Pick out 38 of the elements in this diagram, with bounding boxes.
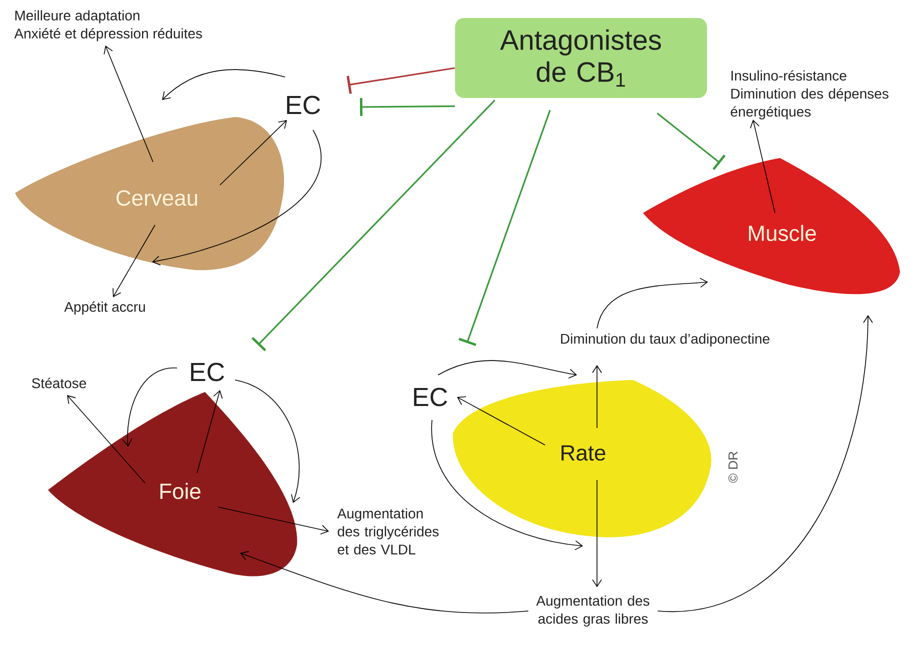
effect-label: Meilleure adaptation Anxiété et dépression réduites [14,10,202,42]
arrow [240,551,529,614]
effect-label: Insulino-résistance Diminution des dépenses énergétiques [730,70,888,120]
effect-label: Diminution du taux d’adiponectine [561,333,770,347]
effect-label: Appétit accru [64,301,145,315]
inhibition-line [346,67,455,94]
ec-label: EC [414,388,448,406]
arrow [592,365,602,428]
effect-label: Stéatose [32,378,86,388]
arrow [67,395,146,484]
arrow [657,315,873,612]
arrow [596,278,708,329]
organ-label: Rate [562,445,606,461]
arrow [438,360,577,378]
arrow [104,45,154,162]
organ-label: Cerveau [116,190,198,206]
effect-label: Augmentation des acides gras libres [536,595,650,627]
arrow [196,390,223,474]
antagonist-box: Antagonistes de CB$_{1}$ [455,18,707,98]
arrow [432,420,583,550]
organ-label: Muscle [748,224,816,242]
arrow [152,130,322,266]
arrow [112,224,156,298]
arrow [218,506,329,534]
inhibition-line [252,100,496,352]
copyright-note: © DR [728,452,738,483]
inhibition-line [360,98,455,116]
arrow [162,69,286,100]
arrow [457,396,546,446]
ec-label: EC [191,362,224,382]
arrow [592,480,602,588]
organ-label: Foie [160,482,200,500]
arrow [234,380,300,503]
ec-label: EC [287,96,320,114]
arrow [220,120,287,186]
effect-label: Augmentation des triglycérides et des VLDL [337,508,439,554]
arrow [750,120,776,214]
arrow [122,368,178,447]
